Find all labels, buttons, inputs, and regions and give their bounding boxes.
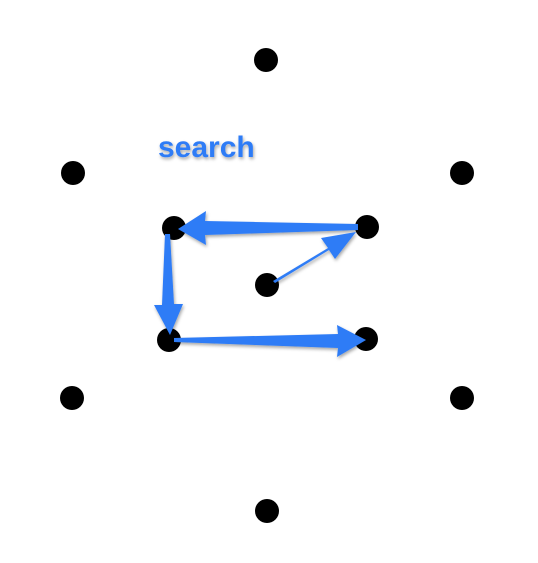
dot-grid (60, 48, 474, 523)
dot-lower-left (60, 386, 84, 410)
arrow-left-to-right (174, 325, 366, 357)
dot-lower-right (450, 386, 474, 410)
dot-center (255, 273, 279, 297)
dot-top (254, 48, 278, 72)
gesture-label: search (158, 131, 255, 164)
dot-bottom (255, 499, 279, 523)
arrow-right-to-left (178, 211, 358, 245)
dot-inner-top-right (355, 215, 379, 239)
dot-upper-right (450, 161, 474, 185)
arrow-center-to-top-right (273, 232, 356, 283)
dot-inner-bottom-right (354, 327, 378, 351)
dot-upper-left (61, 161, 85, 185)
arrow-top-to-bottom (154, 234, 183, 335)
gesture-path (154, 211, 366, 357)
dot-inner-bottom-left (157, 328, 181, 352)
